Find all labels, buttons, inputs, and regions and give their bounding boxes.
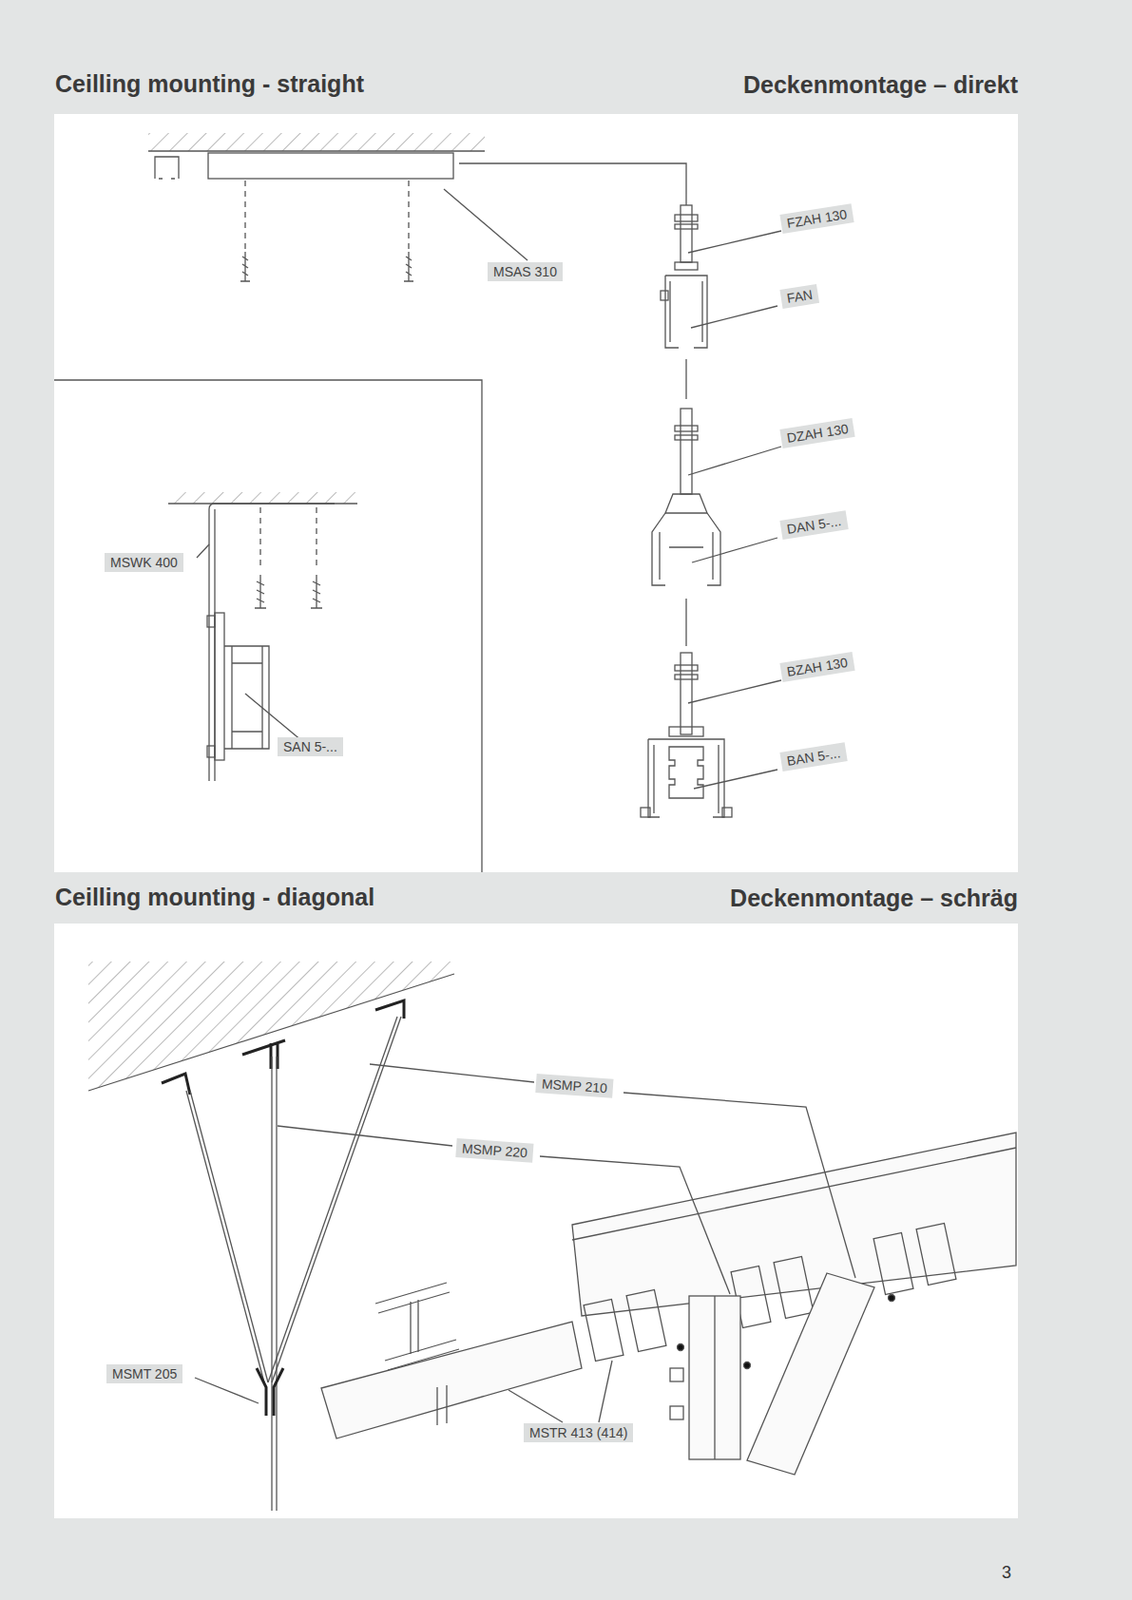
part-label: MSAS 310 [487, 262, 563, 282]
section-heading: Ceilling mounting - straight [55, 70, 365, 98]
section-heading: Deckenmontage – direkt [743, 71, 1018, 99]
part-label: MSTR 413 (414) [523, 1423, 634, 1443]
part-label: SAN 5-... [277, 737, 344, 757]
part-label: MSMT 205 [106, 1364, 183, 1384]
page-number: 3 [1001, 1563, 1012, 1584]
section-heading: Ceilling mounting - diagonal [55, 883, 375, 912]
section-heading: Deckenmontage – schräg [729, 884, 1018, 913]
part-label: MSWK 400 [104, 553, 184, 573]
